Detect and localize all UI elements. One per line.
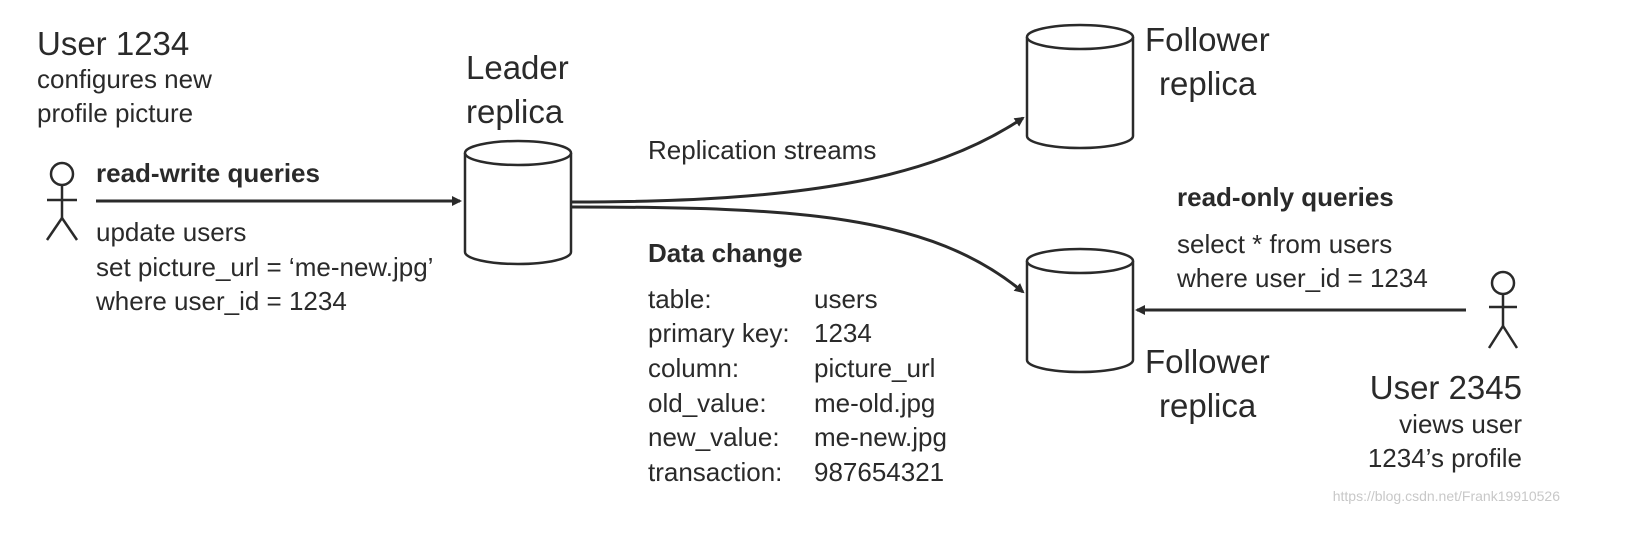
data-change-key: transaction:: [648, 457, 783, 487]
data-change-key: primary key:: [648, 318, 790, 348]
data-change-heading: Data change: [648, 238, 803, 268]
data-change-key: old_value:: [648, 388, 767, 418]
replication-arrow-bottom: [571, 205, 1025, 294]
data-change-value: users: [814, 284, 878, 314]
data-change-value: me-new.jpg: [814, 422, 947, 452]
data-change-value: 987654321: [814, 457, 945, 487]
data-change-key: column:: [648, 353, 740, 383]
leader-label-line2: replica: [466, 93, 564, 130]
data-change-key: table:: [648, 284, 712, 314]
follower-top-label-line2: replica: [1159, 65, 1257, 102]
read-write-query-line1: update users: [96, 217, 247, 247]
data-change-value: picture_url: [814, 353, 936, 383]
replication-arrow-top: [571, 116, 1025, 204]
user-2345-name: User 2345: [1369, 369, 1522, 406]
user-2345-desc-line1: views user: [1399, 409, 1522, 439]
follower-top-database-icon: [1025, 23, 1135, 150]
leader-database-icon: [463, 139, 573, 266]
read-write-heading: read-write queries: [96, 158, 320, 188]
user-2345-stick-figure-icon: [1487, 270, 1519, 349]
read-write-query-line2: set picture_url = ‘me-new.jpg’: [96, 252, 434, 282]
data-change-value: me-old.jpg: [814, 388, 936, 418]
read-only-query-line1: select * from users: [1177, 229, 1393, 259]
read-only-heading: read-only queries: [1177, 182, 1394, 212]
user-1234-stick-figure-icon: [45, 161, 79, 241]
replication-streams-label: Replication streams: [648, 135, 877, 165]
read-write-query-line3: where user_id = 1234: [96, 286, 347, 316]
follower-bottom-label-line2: replica: [1159, 387, 1257, 424]
user-1234-desc-line1: configures new: [37, 64, 212, 94]
follower-bottom-label-line1: Follower: [1145, 343, 1270, 380]
follower-bottom-database-icon: [1025, 247, 1135, 374]
data-change-key: new_value:: [648, 422, 780, 452]
leader-label-line1: Leader: [466, 49, 569, 86]
data-change-value: 1234: [814, 318, 872, 348]
user-1234-desc-line2: profile picture: [37, 98, 194, 128]
read-only-query-line2: where user_id = 1234: [1177, 263, 1428, 293]
follower-top-label-line1: Follower: [1145, 21, 1270, 58]
user-2345-desc-line2: 1234’s profile: [1367, 443, 1522, 473]
user-1234-name: User 1234: [37, 25, 190, 62]
watermark-url: https://blog.csdn.net/Frank19910526: [1332, 488, 1560, 504]
